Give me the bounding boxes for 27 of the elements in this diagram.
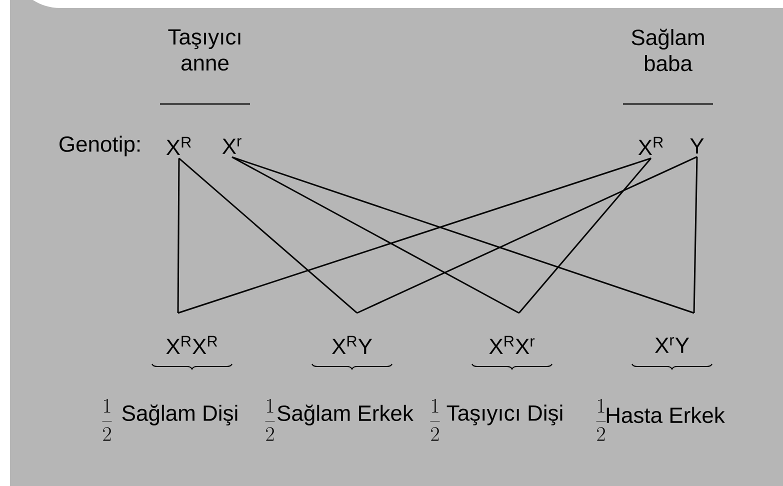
allele-label: X$^{R}$ bbox=[166, 136, 191, 156]
connector-line bbox=[178, 158, 652, 314]
genotype-label: X$^{R}$X$^{R}$ bbox=[166, 336, 218, 354]
fraction: $\frac{1}{2}$ bbox=[102, 398, 112, 441]
phenotype-label: Sağlam Erkek bbox=[278, 404, 414, 426]
genotype-label: X$^{r}$Y bbox=[655, 337, 689, 353]
fraction: $\frac{1}{2}$ bbox=[430, 398, 440, 441]
phenotype-label: Hasta Erkek bbox=[606, 406, 725, 424]
phenotype-label: Sağlam Dişi bbox=[122, 404, 238, 426]
connector-line bbox=[177, 158, 180, 313]
allele-label: Y bbox=[690, 138, 704, 154]
connector-line bbox=[356, 156, 698, 314]
connector-line bbox=[693, 156, 698, 314]
allele-label: X$^{r}$ bbox=[222, 138, 242, 154]
phenotype-label: Taşıyıcı Dişi bbox=[446, 404, 562, 426]
genotype-label: Genotip: bbox=[60, 136, 140, 156]
fraction: $\frac{1}{2}$ bbox=[265, 398, 275, 441]
connector-line bbox=[518, 158, 652, 314]
fraction: $\frac{1}{2}$ bbox=[596, 398, 606, 441]
connector-line bbox=[178, 158, 358, 314]
heading-label: Sağlam baba bbox=[632, 28, 704, 72]
allele-label: X$^{R}$ bbox=[638, 136, 663, 156]
connector-line bbox=[232, 156, 520, 314]
connector-line bbox=[232, 156, 694, 314]
genotype-label: X$^{R}$X$^{r}$ bbox=[489, 336, 535, 354]
genotype-label: X$^{R}$Y bbox=[332, 336, 372, 354]
heading-label: Taşıyıcı anne bbox=[168, 29, 240, 71]
